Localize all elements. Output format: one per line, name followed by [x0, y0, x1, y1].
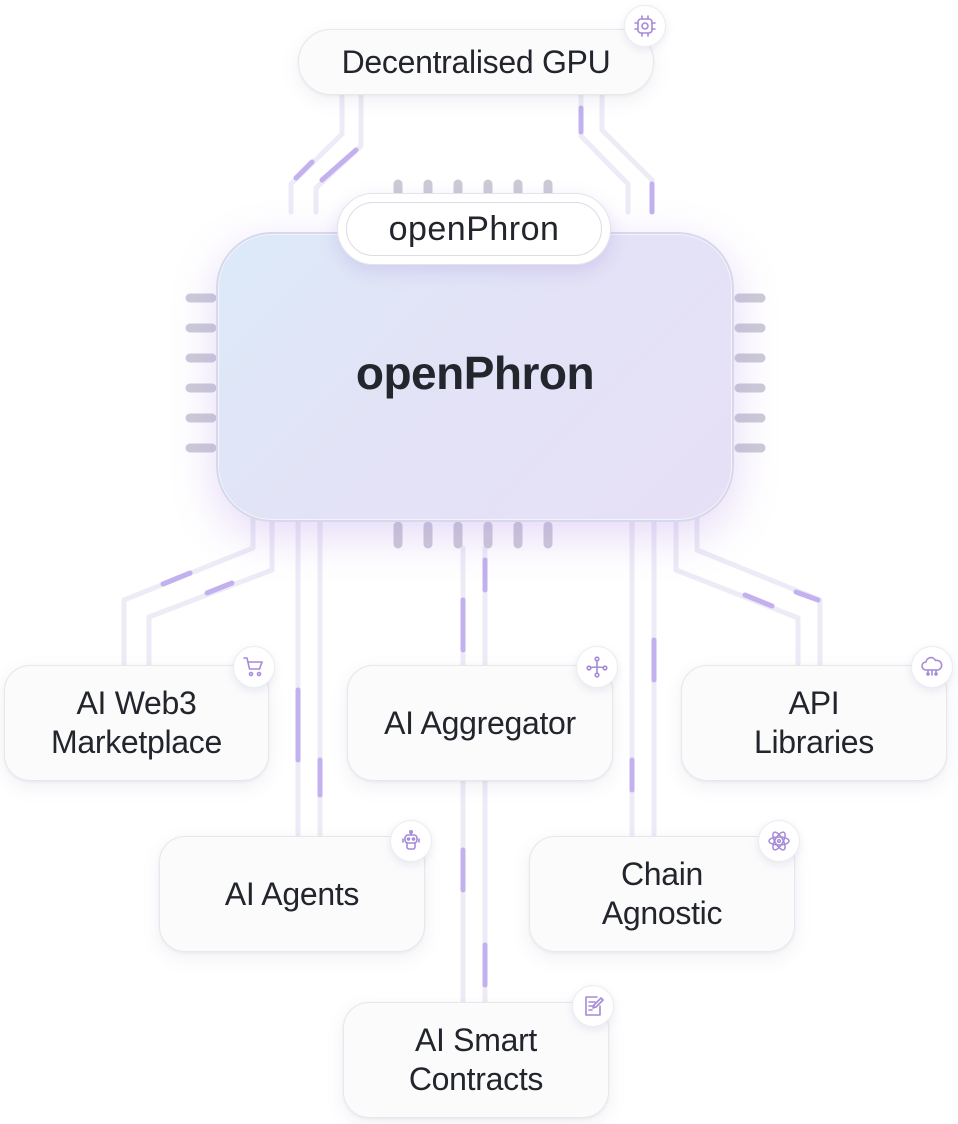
node-api-libraries: API Libraries — [681, 665, 947, 781]
node-label: AI Agents — [224, 875, 360, 912]
document-edit-icon — [572, 985, 614, 1027]
cloud-network-icon — [911, 646, 953, 688]
atom-icon — [758, 820, 800, 862]
branching-nodes-icon — [576, 646, 618, 688]
shopping-cart-icon — [233, 646, 275, 688]
node-label: Chain Agnostic — [601, 856, 723, 931]
node-label: Decentralised GPU — [341, 43, 611, 80]
cpu-chip-icon — [624, 5, 666, 47]
processor-chip: openPhron — [216, 232, 734, 522]
logo-text: openPhron — [346, 202, 602, 256]
node-ai-smart-contracts: AI Smart Contracts — [343, 1002, 609, 1118]
node-chain-agnostic: Chain Agnostic — [529, 836, 795, 952]
node-label: API Libraries — [753, 685, 875, 760]
chip-title: openPhron — [355, 347, 595, 399]
node-label: AI Aggregator — [384, 704, 576, 741]
node-label: AI Smart Contracts — [408, 1022, 544, 1097]
node-label: AI Web3 Marketplace — [51, 685, 222, 760]
node-ai-aggregator: AI Aggregator — [347, 665, 613, 781]
node-ai-agents: AI Agents — [159, 836, 425, 952]
logo-pill: openPhron — [337, 193, 611, 265]
node-decentralised-gpu: Decentralised GPU — [298, 29, 654, 95]
robot-icon — [390, 820, 432, 862]
node-ai-web3-marketplace: AI Web3 Marketplace — [4, 665, 269, 781]
